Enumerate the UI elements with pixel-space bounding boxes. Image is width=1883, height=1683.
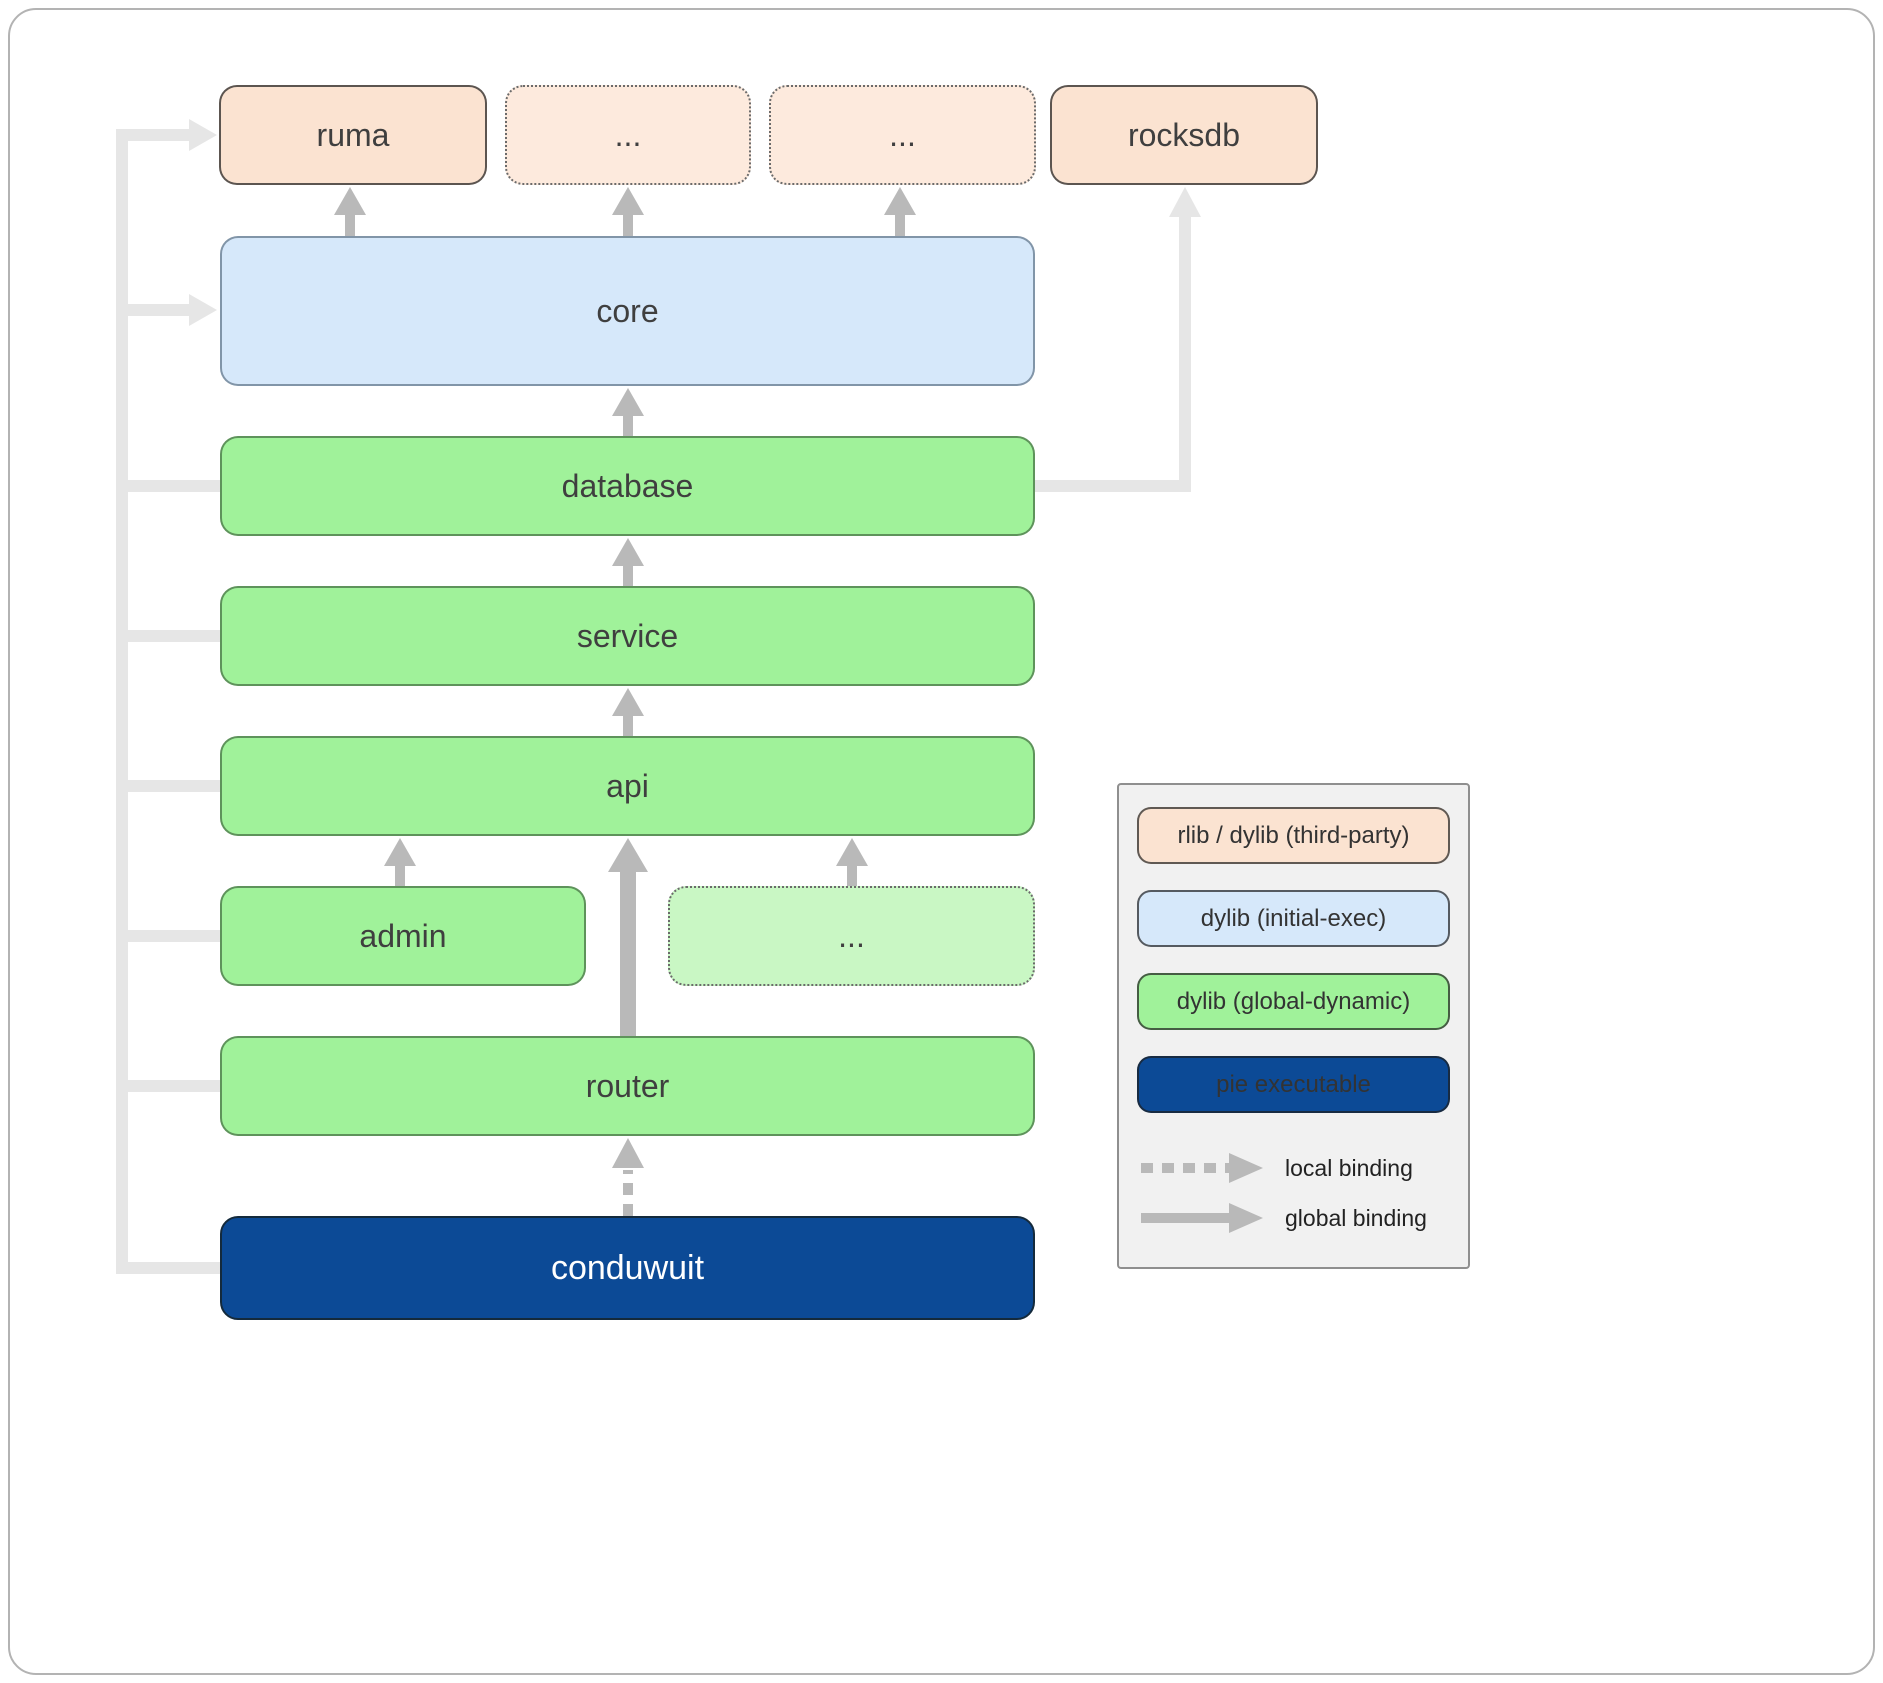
node-ellipsis-dylib: ...	[668, 886, 1035, 986]
global-binding-arrowhead-ruma	[189, 119, 217, 151]
edge-database-to-rocksdb	[1035, 217, 1191, 492]
arrowhead-rocksdb	[1169, 187, 1201, 217]
legend-item-pie-executable-label: pie executable	[1216, 1070, 1371, 1098]
arrow-core-to-ellipsis1	[612, 187, 644, 236]
node-conduwuit-label: conduwuit	[550, 1248, 705, 1287]
arrow-router-to-api	[608, 838, 648, 1036]
legend-item-pie-executable: pie executable	[1137, 1056, 1450, 1113]
node-service: service	[220, 586, 1035, 686]
node-api-label: api	[606, 767, 649, 804]
local-binding-arrow-icon	[1141, 1153, 1263, 1183]
arrow-service-to-database	[612, 538, 644, 586]
legend-local-binding: local binding	[1137, 1148, 1450, 1188]
node-ellipsis3-label: ...	[838, 917, 865, 954]
node-ellipsis-thirdparty-1: ...	[505, 85, 751, 185]
global-binding-trunk	[116, 129, 220, 1274]
legend-local-binding-label: local binding	[1285, 1154, 1413, 1181]
arrow-core-to-ruma	[334, 187, 366, 236]
legend-item-global-dynamic: dylib (global-dynamic)	[1137, 973, 1450, 1030]
node-ellipsis2-label: ...	[889, 116, 916, 153]
legend: rlib / dylib (third-party) dylib (initia…	[1117, 783, 1470, 1269]
node-ruma-label: ruma	[316, 116, 390, 153]
node-rocksdb: rocksdb	[1050, 85, 1318, 185]
node-admin: admin	[220, 886, 586, 986]
global-binding-arrowhead-core	[189, 294, 217, 326]
node-ellipsis-thirdparty-2: ...	[769, 85, 1036, 185]
arrow-conduwuit-to-router-head	[612, 1138, 644, 1168]
node-router: router	[220, 1036, 1035, 1136]
node-ruma: ruma	[219, 85, 487, 185]
node-router-label: router	[585, 1067, 670, 1104]
node-admin-label: admin	[359, 917, 447, 954]
diagram-frame	[8, 8, 1875, 1675]
arrow-core-to-ellipsis2	[884, 187, 916, 236]
legend-item-initial-exec-label: dylib (initial-exec)	[1200, 904, 1387, 932]
arrow-database-to-core	[612, 388, 644, 436]
legend-item-initial-exec: dylib (initial-exec)	[1137, 890, 1450, 947]
arrow-api-to-service	[612, 688, 644, 736]
legend-global-binding: global binding	[1137, 1198, 1450, 1238]
node-service-label: service	[576, 617, 679, 654]
node-database-label: database	[561, 467, 694, 504]
node-core: core	[220, 236, 1035, 386]
legend-global-binding-label: global binding	[1285, 1204, 1427, 1231]
node-rocksdb-label: rocksdb	[1127, 116, 1241, 153]
legend-item-third-party: rlib / dylib (third-party)	[1137, 807, 1450, 864]
global-binding-arrow-icon	[1141, 1203, 1263, 1233]
legend-item-third-party-label: rlib / dylib (third-party)	[1177, 821, 1410, 849]
legend-item-global-dynamic-label: dylib (global-dynamic)	[1176, 987, 1411, 1015]
arrow-admin-to-api	[384, 838, 416, 886]
arrow-ellipsis3-to-api	[836, 838, 868, 886]
node-conduwuit: conduwuit	[220, 1216, 1035, 1320]
node-api: api	[220, 736, 1035, 836]
node-ellipsis1-label: ...	[614, 116, 642, 153]
node-core-label: core	[596, 292, 659, 329]
node-database: database	[220, 436, 1035, 536]
